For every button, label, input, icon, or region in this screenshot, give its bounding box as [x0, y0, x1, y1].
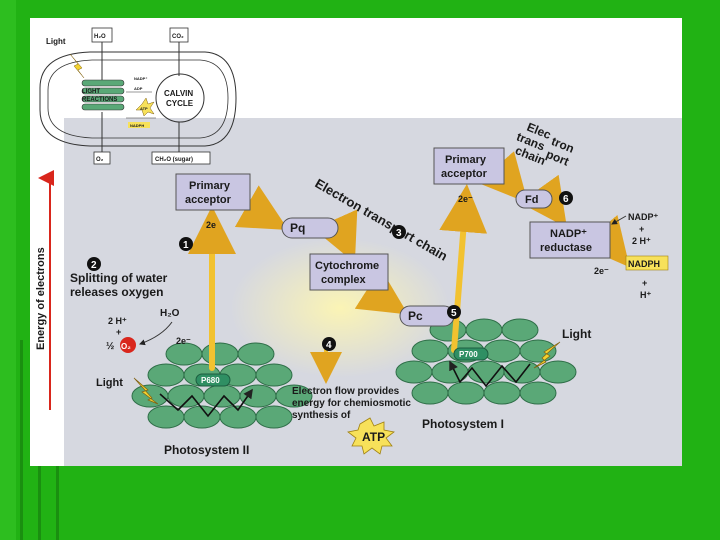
primary-acceptor-2-line1: Primary: [445, 154, 487, 166]
fd-label: Fd: [525, 194, 538, 206]
ps2-excitation-zigzag: [159, 388, 253, 418]
inset-nadp-label: NADP⁺: [134, 76, 147, 81]
h2o-label: H₂O: [160, 308, 180, 319]
inset-lightning-icon: [69, 53, 85, 79]
electron-flow-line1: Electron flow provides: [292, 386, 400, 397]
chloroplast-inset: H₂O CO₂ Light LIGHT REACTIONS CALVIN CYC…: [39, 27, 237, 165]
half-label: ½: [106, 341, 114, 352]
p680-label: P680: [201, 376, 220, 385]
two-h-plus-label: 2 H⁺: [632, 236, 651, 246]
inset-h2o-label: H₂O: [94, 34, 106, 40]
p680-center: [195, 373, 231, 387]
pq-box: Pq: [281, 217, 339, 239]
step-1: 1: [179, 237, 193, 251]
photosystem-ii-label: Photosystem II: [164, 443, 249, 457]
splitting-line2: releases oxygen: [70, 285, 163, 299]
two-e-ps2-bottom: 2e⁻: [176, 336, 191, 346]
inset-calvin-label-2: CYCLE: [166, 99, 194, 108]
svg-text:4: 4: [326, 340, 332, 351]
light-left-label: Light: [96, 377, 123, 389]
two-h-plus-left: 2 H⁺: [108, 316, 127, 326]
cytochrome-line1: Cytochrome: [315, 260, 379, 272]
inset-light-label: Light: [46, 37, 66, 46]
two-e-ps2-top: 2e: [206, 220, 216, 230]
inset-light-reactions-2: REACTIONS: [82, 97, 117, 103]
energy-axis-label: Energy of electrons: [35, 247, 47, 350]
svg-text:5: 5: [451, 308, 457, 319]
cytochrome-box: Cytochrome complex: [309, 253, 389, 291]
h-plus-label: H⁺: [640, 290, 651, 300]
step-3: 3: [392, 225, 406, 239]
two-e-nadp-label: 2e⁻: [594, 266, 609, 276]
pq-label: Pq: [290, 221, 305, 235]
step-5: 5: [447, 305, 461, 319]
step-4: 4: [322, 337, 336, 351]
light-reactions-diagram: H₂O CO₂ Light LIGHT REACTIONS CALVIN CYC…: [35, 27, 682, 466]
svg-text:6: 6: [563, 194, 569, 205]
atp-label: ATP: [362, 430, 385, 444]
inset-thylakoid-stack: [81, 79, 125, 111]
step-2: 2: [87, 257, 101, 271]
inset-light-reactions-1: LIGHT: [82, 89, 100, 95]
nadp-reductase-line2: reductase: [540, 242, 592, 254]
o2-label: O₂: [121, 342, 131, 351]
primary-acceptor-1-line2: acceptor: [185, 194, 232, 206]
primary-acceptor-1-box: Primary acceptor: [175, 173, 251, 211]
electron-flow-line2: energy for chemiosmotic: [292, 398, 411, 409]
step-6: 6: [559, 191, 573, 205]
ps1-excitation-zigzag: [449, 360, 531, 388]
svg-text:2: 2: [91, 260, 97, 271]
p700-center: [453, 347, 489, 361]
photosystem-ii-membrane: [131, 342, 313, 429]
photosystem-i-label: Photosystem I: [422, 417, 504, 431]
svg-text:3: 3: [396, 228, 402, 239]
electron-flow-line3: synthesis of: [292, 410, 351, 421]
p700-label: P700: [459, 350, 478, 359]
pc-label: Pc: [408, 309, 423, 323]
plus-label-2: +: [642, 278, 647, 288]
cytochrome-line2: complex: [321, 274, 367, 286]
inset-atp-burst-icon: [135, 97, 155, 117]
light-right-label: Light: [562, 327, 591, 341]
fd-box: Fd: [515, 189, 553, 209]
plus-left: +: [116, 327, 121, 337]
inset-sugar-label: CH₂O (sugar): [155, 157, 193, 163]
lightning-right-icon: [533, 341, 561, 369]
inset-co2-label: CO₂: [172, 34, 184, 40]
lightning-left-icon: [133, 377, 159, 405]
o2-circle: [120, 337, 136, 353]
electron-flow-arrows: [188, 151, 630, 371]
pc-box: Pc: [399, 305, 455, 327]
photosynthesis-figure: H₂O CO₂ Light LIGHT REACTIONS CALVIN CYC…: [30, 18, 682, 466]
splitting-line1: Splitting of water: [70, 271, 168, 285]
svg-text:1: 1: [183, 240, 189, 251]
plus-label: +: [639, 224, 644, 234]
nadp-plus-label: NADP⁺: [628, 212, 659, 222]
etc-2-label: Elec trans chain tron port: [513, 120, 576, 169]
inset-nadph-label: NADPH: [130, 123, 144, 128]
primary-acceptor-2-box: Primary acceptor: [433, 147, 505, 185]
inset-atp-label: ATP: [140, 106, 148, 111]
nadp-reductase-box: NADP⁺ reductase: [529, 221, 611, 259]
nadp-reductase-line1: NADP⁺: [550, 228, 587, 240]
primary-acceptor-2-line2: acceptor: [441, 168, 488, 180]
nadp-input-line: [611, 215, 627, 225]
primary-acceptor-1-line1: Primary: [189, 180, 231, 192]
two-e-ps1-top: 2e⁻: [458, 194, 473, 204]
inset-calvin-cycle: [155, 73, 205, 123]
inset-adp-label: ADP: [134, 86, 143, 91]
inset-o2-label: O₂: [96, 157, 104, 163]
water-split-arrow: [139, 321, 173, 346]
nadph-box: [625, 255, 669, 271]
atp-burst-icon: [347, 417, 395, 455]
inset-calvin-label-1: CALVIN: [164, 89, 193, 98]
nadph-label: NADPH: [628, 259, 660, 269]
